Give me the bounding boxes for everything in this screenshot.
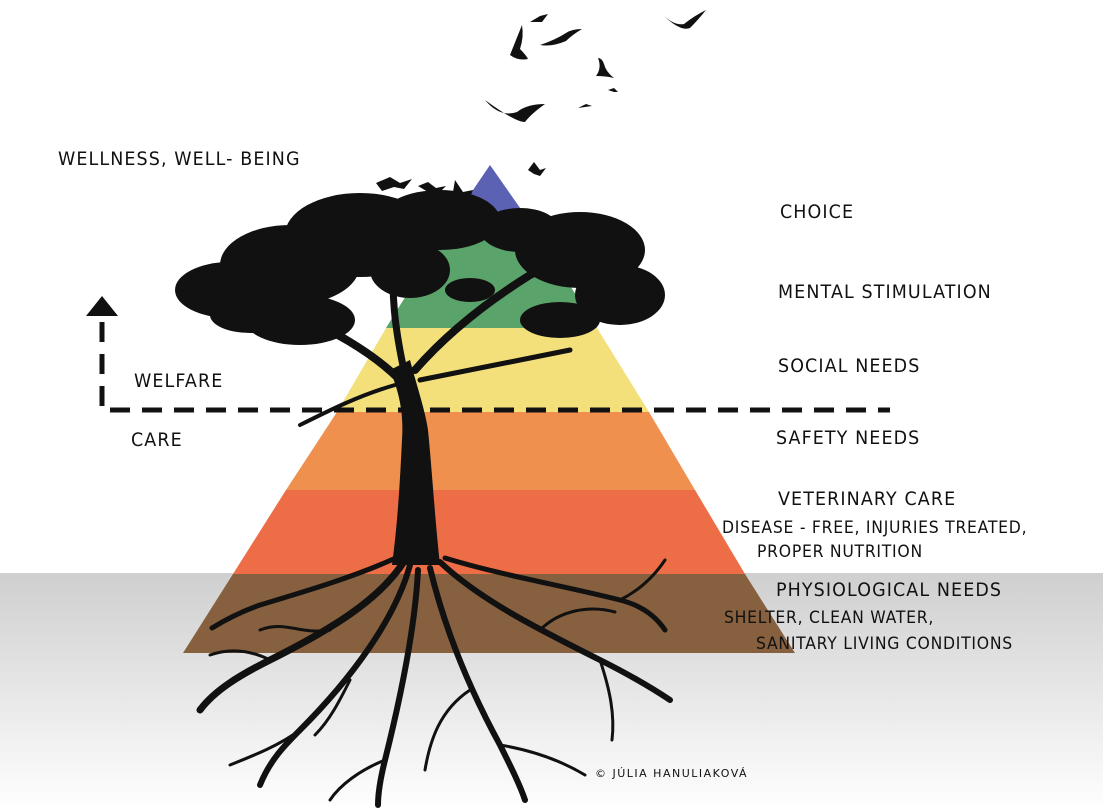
veterinary-care-detail-1: DISEASE - FREE, INJURIES TREATED,: [722, 520, 1027, 537]
physiological-needs-label: PHYSIOLOGICAL NEEDS: [776, 581, 1002, 600]
physiological-needs-detail-2: SANITARY LIVING CONDITIONS: [756, 636, 1013, 653]
social-needs-label: SOCIAL NEEDS: [778, 357, 920, 376]
physiological-needs-detail-1: SHELTER, CLEAN WATER,: [724, 610, 934, 627]
bird-icon: [528, 162, 546, 176]
veterinary-care-detail-2: PROPER NUTRITION: [757, 544, 923, 561]
mental-stimulation-label: MENTAL STIMULATION: [778, 283, 992, 302]
welfare-label: WELFARE: [134, 372, 223, 391]
care-label: CARE: [131, 431, 183, 450]
bird-icon: [578, 104, 592, 108]
up-arrow-icon: [86, 296, 118, 316]
bird-icon: [608, 88, 618, 92]
pyramid-level-physiological-needs: [183, 574, 795, 653]
wellness-label: WELLNESS, WELL- BEING: [58, 150, 301, 169]
bird-icon-group: [376, 10, 706, 200]
bird-icon: [530, 14, 548, 22]
bird-icon: [485, 100, 545, 122]
bird-icon: [540, 29, 582, 46]
safety-needs-label: SAFETY NEEDS: [776, 429, 920, 448]
bird-icon: [510, 25, 528, 60]
bird-icon: [376, 177, 412, 191]
artist-credit: © JÚLIA HANULIAKOVÁ: [595, 767, 748, 780]
bird-icon: [662, 10, 706, 29]
veterinary-care-label: VETERINARY CARE: [778, 490, 956, 509]
pyramid-level-safety-needs: [286, 412, 695, 490]
bird-icon: [596, 58, 614, 78]
pyramid-level-veterinary-care: [233, 490, 745, 574]
choice-label: CHOICE: [780, 203, 854, 222]
